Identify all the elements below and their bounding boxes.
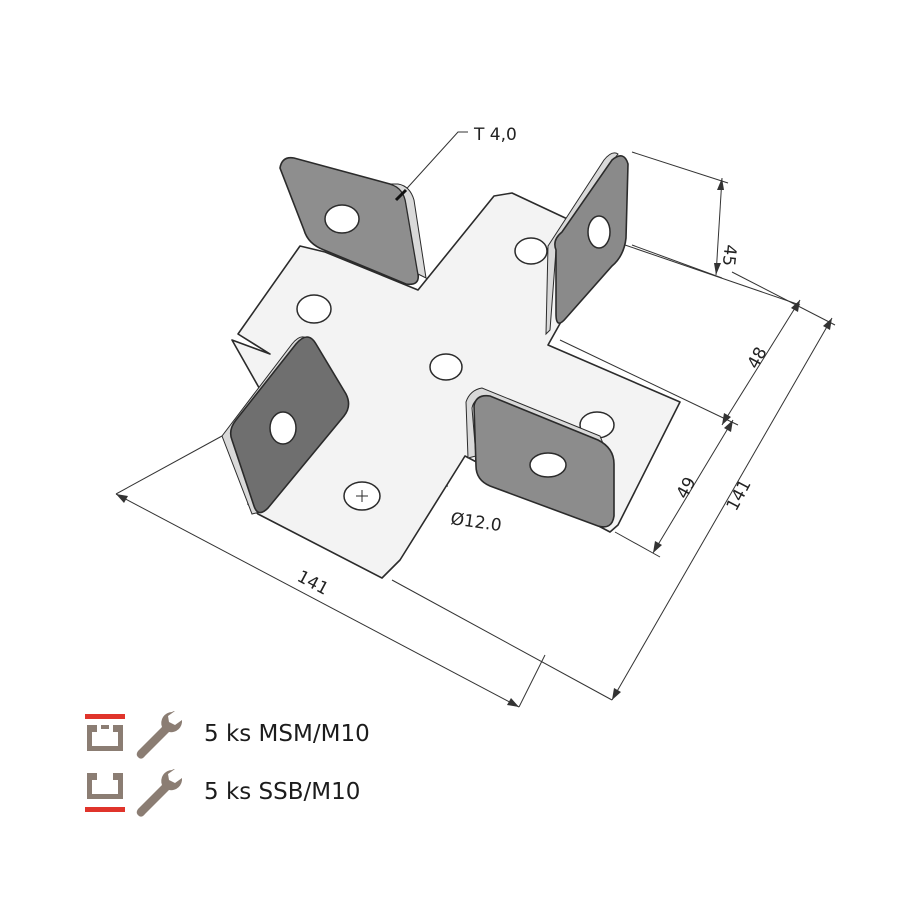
ext-line-right-bottom [391,579,613,701]
arrow [823,318,832,330]
dim-width-right-label: 141 [723,476,756,514]
dim-line-tab-spacing-upper [721,299,801,426]
hole-center-mark [356,490,368,502]
ext-line-45-top [631,151,729,184]
legend-label: 5 ks SSB/M10 [204,779,361,805]
thickness-label: T 4,0 [473,125,517,145]
dim-line-tab-spacing-lower [652,419,734,554]
tab-top-right [545,152,629,336]
tab-top-left [279,156,427,286]
arrow [717,178,724,190]
tab-hole [529,452,567,478]
hole [296,294,332,324]
profile-icon [85,714,125,751]
arrow [724,420,733,432]
wrench-icon [136,711,183,759]
arrow [507,698,519,707]
ext-line-front-right [518,654,546,708]
hole [514,237,548,265]
legend-icons [82,766,204,818]
arrow [116,494,128,503]
dimension-arrows [116,178,832,707]
dim-tab-spacing-upper-label: 48 [744,344,772,372]
dim-tab-spacing-lower-label: 49 [673,474,701,502]
wrench-icon [136,769,183,817]
legend-item: 5 ks MSM/M10 [82,705,370,763]
hole-diameter-label: Ø12.0 [449,509,503,536]
fastener-legend: 5 ks MSM/M10 5 ks SSB/M10 [82,705,370,821]
tab-bottom-left [221,336,350,515]
ext-line-front-left [115,435,223,495]
tab-hole [587,215,611,249]
tab-hole [324,204,360,234]
hole [429,353,463,381]
arrow [722,413,731,425]
legend-label: 5 ks MSM/M10 [204,721,370,747]
tab-edge [389,183,427,279]
legend-icons [82,708,204,760]
plate-holes [296,237,615,511]
dim-line-tab-height [715,177,723,276]
arrow [714,263,721,275]
tab-bottom-right [465,387,615,528]
dim-width-front-label: 141 [294,567,332,600]
arrow [612,688,621,700]
ext-line-45-bottom [631,244,723,279]
ext-line-right-top [731,271,836,326]
dim-line-width-front [115,493,520,708]
thickness-marker [394,188,408,202]
legend-item: 5 ks SSB/M10 [82,763,370,821]
ext-line-48-mid [559,339,739,426]
ext-line-49-bottom [614,531,661,558]
dimension-lines [115,131,836,708]
leader-thickness [399,131,468,197]
arrow [791,300,800,312]
tab-hole [269,411,297,445]
arrow [653,541,662,553]
dim-tab-height-label: 45 [718,243,740,267]
profile-icon [85,773,125,812]
tab-edge [545,152,619,336]
dim-line-width-right [611,317,833,701]
